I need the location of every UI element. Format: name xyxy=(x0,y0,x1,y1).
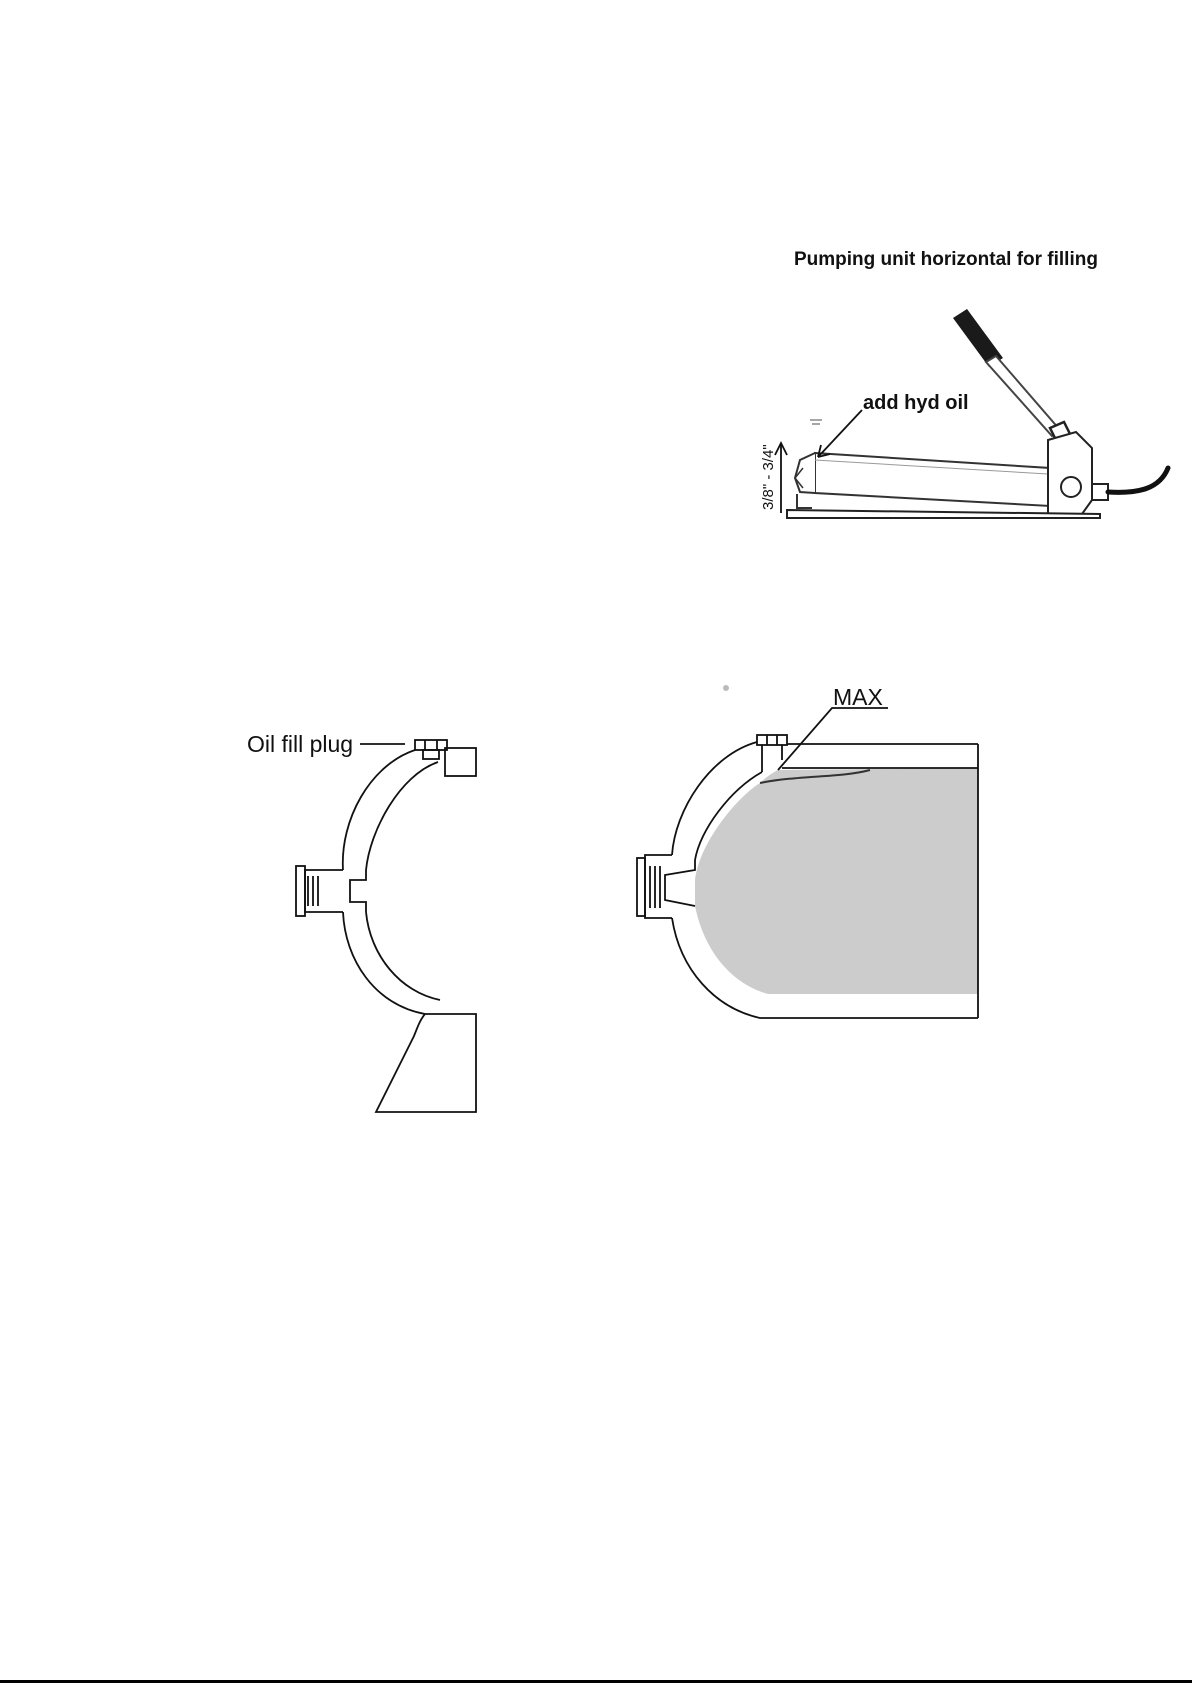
height-label: 3/8" - 3/4" xyxy=(760,444,777,510)
housing-inner-wall-lower xyxy=(366,912,440,1000)
pump-head-port-icon xyxy=(1061,477,1081,497)
pump-head xyxy=(1048,432,1092,514)
oil-fill-area xyxy=(695,768,978,994)
small-dot xyxy=(723,685,729,691)
plug-label: Oil fill plug xyxy=(247,731,353,757)
housing-outer-wall-upper xyxy=(343,750,415,870)
pump-figure: Pumping unit horizontal for filling xyxy=(760,249,1168,518)
side-port-block xyxy=(305,870,343,912)
side-port-cap xyxy=(296,866,305,916)
housing-inner-wall-upper xyxy=(366,762,438,870)
max-label: MAX xyxy=(833,684,883,710)
base-foot xyxy=(797,494,812,508)
plug-figure: Oil fill plug xyxy=(247,731,476,1112)
level-figure: MAX xyxy=(637,684,978,1018)
small-mark xyxy=(810,420,822,424)
hydraulic-hose xyxy=(1108,468,1168,492)
oil-label: add hyd oil xyxy=(863,392,969,414)
reservoir-end-cap xyxy=(795,453,815,493)
level-side-port-cap xyxy=(637,858,645,916)
pump-figure-title: Pumping unit horizontal for filling xyxy=(794,249,1098,270)
pump-handle-rod xyxy=(986,356,1060,436)
top-block xyxy=(445,748,476,776)
max-leader-line xyxy=(778,708,888,770)
plug-stem xyxy=(423,750,439,759)
page-bottom-rule xyxy=(0,1680,1192,1683)
side-port-channel xyxy=(350,870,366,912)
level-side-port-channel xyxy=(665,860,695,906)
oil-arrow-line xyxy=(818,410,862,457)
level-side-port-block xyxy=(645,855,672,918)
oil-fill-plug xyxy=(415,740,447,750)
level-fill-plug xyxy=(757,735,787,745)
base-bracket xyxy=(376,1014,476,1112)
pump-reservoir xyxy=(815,453,1050,506)
